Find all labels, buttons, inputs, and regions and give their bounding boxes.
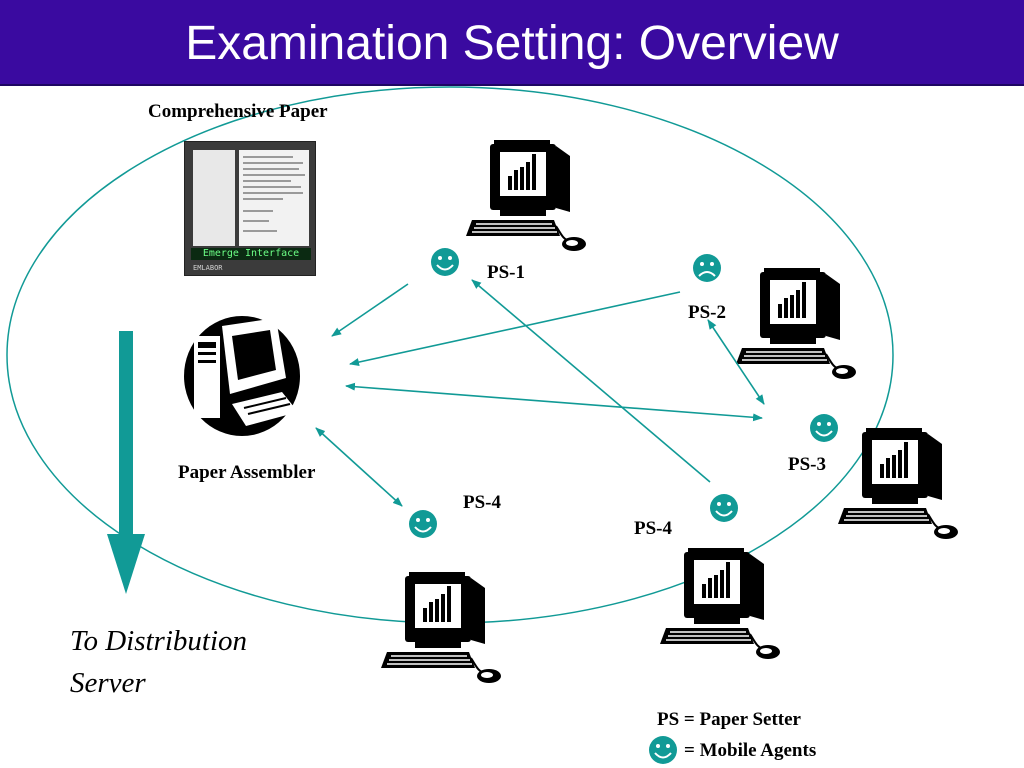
comprehensive-paper-label: Comprehensive Paper <box>148 101 328 122</box>
ps4-left-label: PS-4 <box>463 492 501 513</box>
ps4-right-terminal-icon <box>659 547 781 660</box>
comprehensive-paper-thumbnail: Emerge Interface EMLABOR <box>184 141 316 276</box>
ps4-right-agent-smiley-icon <box>709 493 739 523</box>
thumbnail-banner: Emerge Interface <box>191 248 311 260</box>
ps4-left-agent-smiley-icon <box>408 509 438 539</box>
ps3-terminal-icon <box>837 427 959 540</box>
paper-assembler-icon <box>184 316 300 436</box>
ps1-agent-smiley-icon <box>430 247 460 277</box>
distribution-label-line2: Server <box>70 667 146 699</box>
legend-paper-setter: PS = Paper Setter <box>657 709 801 730</box>
arrow-assembler-ps4 <box>315 427 403 507</box>
thumbnail-right-pane <box>239 150 309 246</box>
legend-smiley-icon <box>648 735 678 765</box>
ps2-terminal-icon <box>735 267 857 380</box>
arrow-ps2-to-assembler <box>349 291 681 366</box>
arrow-assembler-ps3 <box>345 382 763 422</box>
title-bar: Examination Setting: Overview <box>0 0 1024 86</box>
arrow-ps1-to-assembler <box>331 283 409 337</box>
ps1-label: PS-1 <box>487 262 525 283</box>
distribution-arrow-icon <box>107 331 145 594</box>
ps3-label: PS-3 <box>788 454 826 475</box>
ps4-left-terminal-icon <box>380 571 502 684</box>
distribution-label-line1: To Distribution <box>70 625 248 657</box>
legend-mobile-agents: = Mobile Agents <box>684 740 817 761</box>
ps2-label: PS-2 <box>688 302 726 323</box>
thumbnail-footer: EMLABOR <box>193 264 223 272</box>
distribution-server-label: To Distribution Server <box>70 620 330 704</box>
ps1-terminal-icon <box>465 139 587 252</box>
page-title: Examination Setting: Overview <box>185 17 839 70</box>
ps3-agent-smiley-icon <box>809 413 839 443</box>
arrow-ps4-to-ps1 <box>471 279 711 483</box>
ps4-right-label: PS-4 <box>634 518 672 539</box>
thumbnail-left-pane <box>193 150 235 246</box>
paper-assembler-label: Paper Assembler <box>178 462 316 483</box>
arrow-ps2-ps3 <box>707 319 765 405</box>
ps2-agent-frown-icon <box>692 253 722 283</box>
